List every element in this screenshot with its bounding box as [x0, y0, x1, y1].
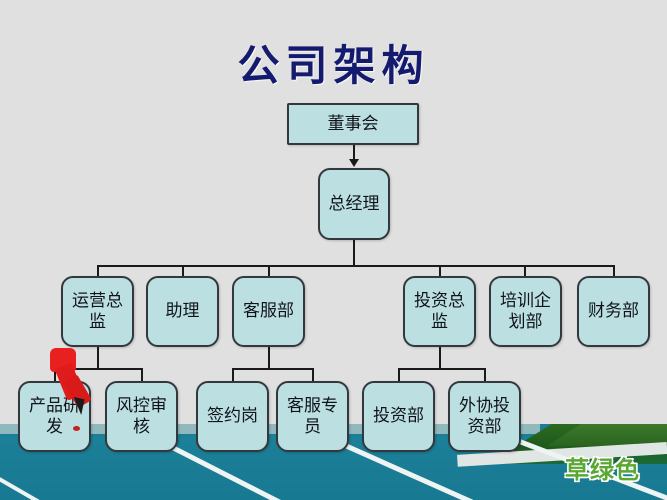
org-node-label: 运营总监	[72, 291, 123, 332]
connector-drop-risk-audit	[141, 368, 143, 382]
connector-drop-assistant	[182, 265, 184, 277]
org-node-operations-director[interactable]: 运营总监	[61, 276, 134, 347]
org-node-finance-dept[interactable]: 财务部	[577, 276, 650, 347]
org-node-customer-service-dept[interactable]: 客服部	[232, 276, 305, 347]
connector-gm-stem	[353, 240, 355, 266]
connector-drop-inv-dept	[398, 368, 400, 382]
connector-drop-contract	[232, 368, 234, 382]
track-far-edge	[0, 424, 540, 434]
connector-level2-bus	[97, 265, 615, 267]
org-node-label: 投资部	[373, 406, 424, 427]
org-node-label: 投资总监	[414, 291, 465, 332]
org-node-label: 总经理	[328, 193, 380, 214]
arrowhead-icon	[349, 159, 359, 167]
connector-cs-dept-bus	[232, 368, 313, 370]
org-node-risk-control-audit[interactable]: 风控审核	[105, 381, 178, 452]
org-node-label: 培训企划部	[500, 291, 551, 332]
connector-drop-finance	[613, 265, 615, 277]
org-node-training-planning-dept[interactable]: 培训企划部	[489, 276, 562, 347]
connector-inv-dir-stem	[439, 347, 441, 369]
connector-drop-train-plan	[524, 265, 526, 277]
connector-cs-dept-stem	[268, 347, 270, 369]
org-node-label: 客服专员	[287, 396, 338, 437]
connector-board-to-gm	[353, 143, 355, 161]
org-node-customer-service-agent[interactable]: 客服专员	[276, 381, 349, 452]
page-title: 公司架构	[237, 41, 430, 90]
org-node-external-investment-dept[interactable]: 外协投资部	[448, 381, 521, 452]
connector-drop-product-rd	[54, 368, 56, 382]
org-node-investment-dept[interactable]: 投资部	[362, 381, 435, 452]
org-node-product-rd[interactable]: 产品研发	[18, 381, 91, 452]
connector-drop-inv-dir	[439, 265, 441, 277]
connector-ops-dir-stem	[97, 347, 99, 369]
org-node-label: 签约岗	[207, 406, 258, 427]
org-node-label: 财务部	[588, 301, 639, 322]
org-node-label: 风控审核	[116, 396, 167, 437]
org-node-label: 产品研发	[29, 396, 80, 437]
connector-drop-cs-dept	[268, 265, 270, 277]
watermark-label: 草绿色	[565, 456, 640, 484]
org-node-label: 助理	[165, 301, 200, 322]
org-node-contract-position[interactable]: 签约岗	[196, 381, 269, 452]
connector-drop-ext-inv-dept	[484, 368, 486, 382]
connector-drop-ops-dir	[97, 265, 99, 277]
org-node-label: 董事会	[327, 113, 379, 134]
org-node-assistant[interactable]: 助理	[146, 276, 219, 347]
org-node-label: 外协投资部	[459, 396, 510, 437]
org-node-board[interactable]: 董事会	[287, 103, 419, 145]
org-node-label: 客服部	[243, 301, 294, 322]
connector-ops-dir-bus	[54, 368, 142, 370]
org-node-investment-director[interactable]: 投资总监	[403, 276, 476, 347]
org-node-general-manager[interactable]: 总经理	[318, 168, 390, 240]
grass-field-far	[547, 424, 667, 446]
connector-inv-dir-bus	[398, 368, 485, 370]
connector-drop-cs-agent	[312, 368, 314, 382]
